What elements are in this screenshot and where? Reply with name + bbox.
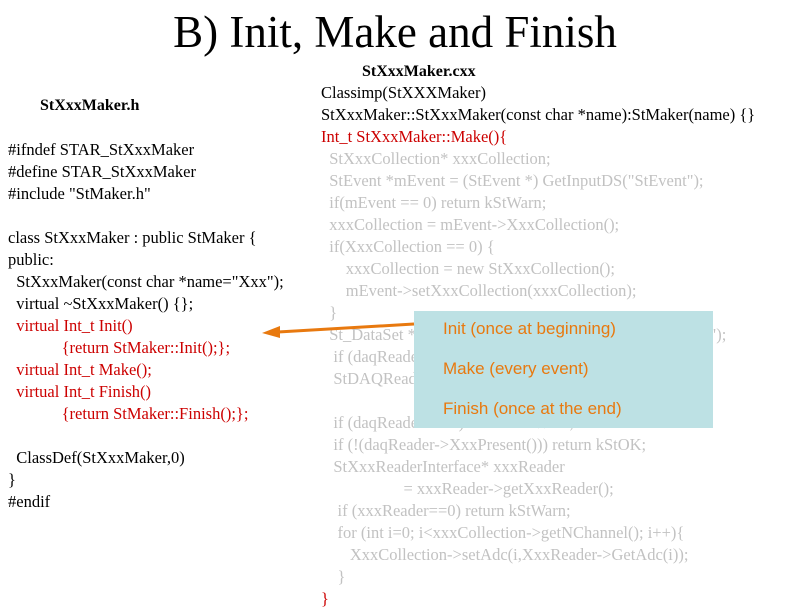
callout-make: Make (every event) <box>443 359 589 378</box>
source-code-line: } <box>321 567 346 586</box>
source-code-line: if(mEvent == 0) return kStWarn; <box>321 193 547 212</box>
source-code-line: } <box>321 303 338 322</box>
source-code-line: StXxxReaderInterface* xxxReader <box>321 457 565 476</box>
header-code-line: virtual ~StXxxMaker() {}; <box>8 294 194 313</box>
header-code-line: virtual Int_t Finish() <box>8 382 151 401</box>
header-code-line: #define STAR_StXxxMaker <box>8 162 196 181</box>
source-code-line: StXxxMaker::StXxxMaker(const char *name)… <box>321 105 756 124</box>
header-code-line: StXxxMaker(const char *name="Xxx"); <box>8 272 284 291</box>
source-code-line: StXxxCollection* xxxCollection; <box>321 149 551 168</box>
source-code-line: xxxCollection = mEvent->XxxCollection(); <box>321 215 620 234</box>
source-code-line: if (!(daqReader->XxxPresent())) return k… <box>321 435 647 454</box>
source-code-line: if(XxxCollection == 0) { <box>321 237 495 256</box>
header-code-line: {return StMaker::Finish();}; <box>8 404 249 423</box>
header-code-line: } <box>8 470 16 489</box>
header-code-line: virtual Int_t Make(); <box>8 360 152 379</box>
header-file-name: StXxxMaker.h <box>40 97 140 114</box>
header-code-line: #ifndef STAR_StXxxMaker <box>8 140 195 159</box>
source-code-line: XxxCollection->setAdc(i,XxxReader->GetAd… <box>321 545 689 564</box>
header-code-line: virtual Int_t Init() <box>8 316 133 335</box>
source-code-line: StEvent *mEvent = (StEvent *) GetInputDS… <box>321 171 704 190</box>
source-code-line: if (xxxReader==0) return kStWarn; <box>321 501 571 520</box>
source-file-name: StXxxMaker.cxx <box>362 63 476 80</box>
callout-box: Init (once at beginning) Make (every eve… <box>414 311 713 428</box>
source-code-line: xxxCollection = new StXxxCollection(); <box>321 259 615 278</box>
header-code-block: #ifndef STAR_StXxxMaker #define STAR_StXx… <box>8 139 284 513</box>
source-code-line: Classimp(StXXXMaker) <box>321 83 486 102</box>
header-code-line: public: <box>8 250 54 269</box>
header-code-line: {return StMaker::Init();}; <box>8 338 231 357</box>
source-code-line: for (int i=0; i<xxxCollection->getNChann… <box>321 523 685 542</box>
header-code-line: class StXxxMaker : public StMaker { <box>8 228 257 247</box>
source-code-line: = xxxReader->getXxxReader(); <box>321 479 614 498</box>
header-code-line: #endif <box>8 492 51 511</box>
slide-title: B) Init, Make and Finish <box>173 7 617 57</box>
header-code-line: #include "StMaker.h" <box>8 184 151 203</box>
callout-init: Init (once at beginning) <box>443 319 616 338</box>
source-code-line: } <box>321 589 329 608</box>
header-code-line: ClassDef(StXxxMaker,0) <box>8 448 185 467</box>
callout-finish: Finish (once at the end) <box>443 399 622 418</box>
source-code-line: Int_t StXxxMaker::Make(){ <box>321 127 508 146</box>
source-code-line: mEvent->setXxxCollection(xxxCollection); <box>321 281 637 300</box>
